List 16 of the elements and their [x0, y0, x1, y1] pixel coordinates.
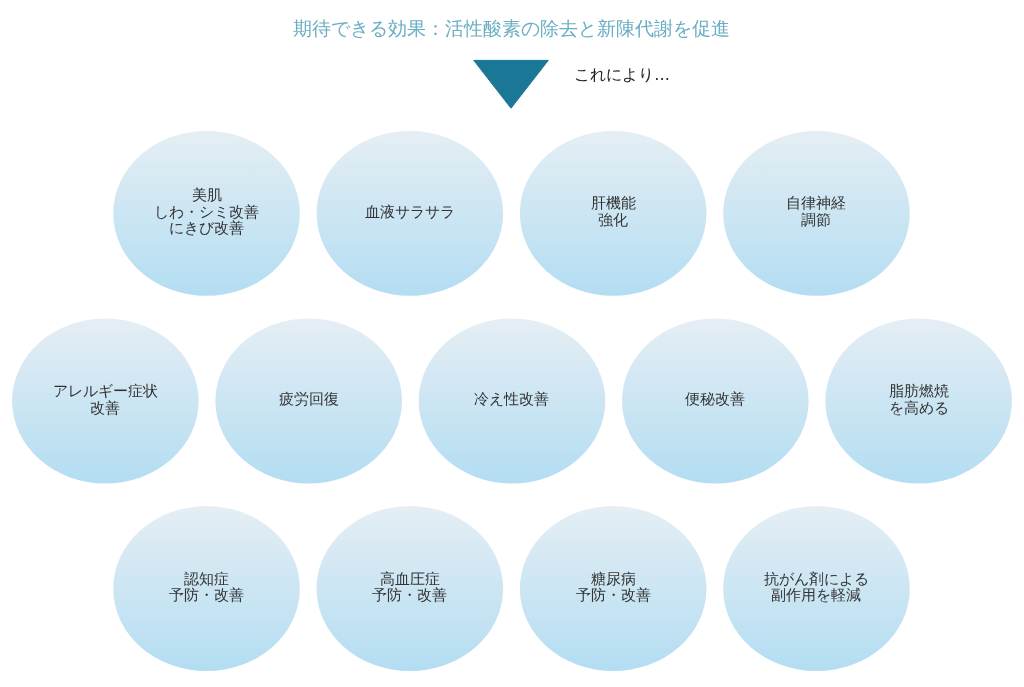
node-ellipse: 冷え性改善 [418, 318, 606, 484]
node-ellipse: 血液サラサラ [316, 130, 504, 296]
node-ellipse: 脂肪燃焼を高める [825, 318, 1012, 484]
node-ellipse: 高血圧症予防・改善 [316, 506, 504, 672]
node-ellipse: 糖尿病予防・改善 [519, 506, 707, 672]
node-ellipse: 便秘改善 [622, 318, 809, 484]
node-ellipse: 肝機能強化 [519, 130, 707, 296]
node-ellipse: 疲労回復 [215, 318, 402, 484]
node-ellipse: 自律神経調節 [723, 130, 910, 296]
node-ellipse: 抗がん剤による副作用を軽減 [723, 506, 910, 672]
node-label: これにより… [574, 65, 670, 85]
node-ellipse: 美肌 しわ・シミ改善 にきび改善 [113, 130, 300, 296]
node-triangle [473, 59, 549, 109]
diagram-title: 期待できる効果：活性酸素の除去と新陳代謝を促進 [293, 17, 731, 39]
node-ellipse: アレルギー症状改善 [12, 318, 199, 484]
node-ellipse: 認知症予防・改善 [113, 506, 300, 672]
